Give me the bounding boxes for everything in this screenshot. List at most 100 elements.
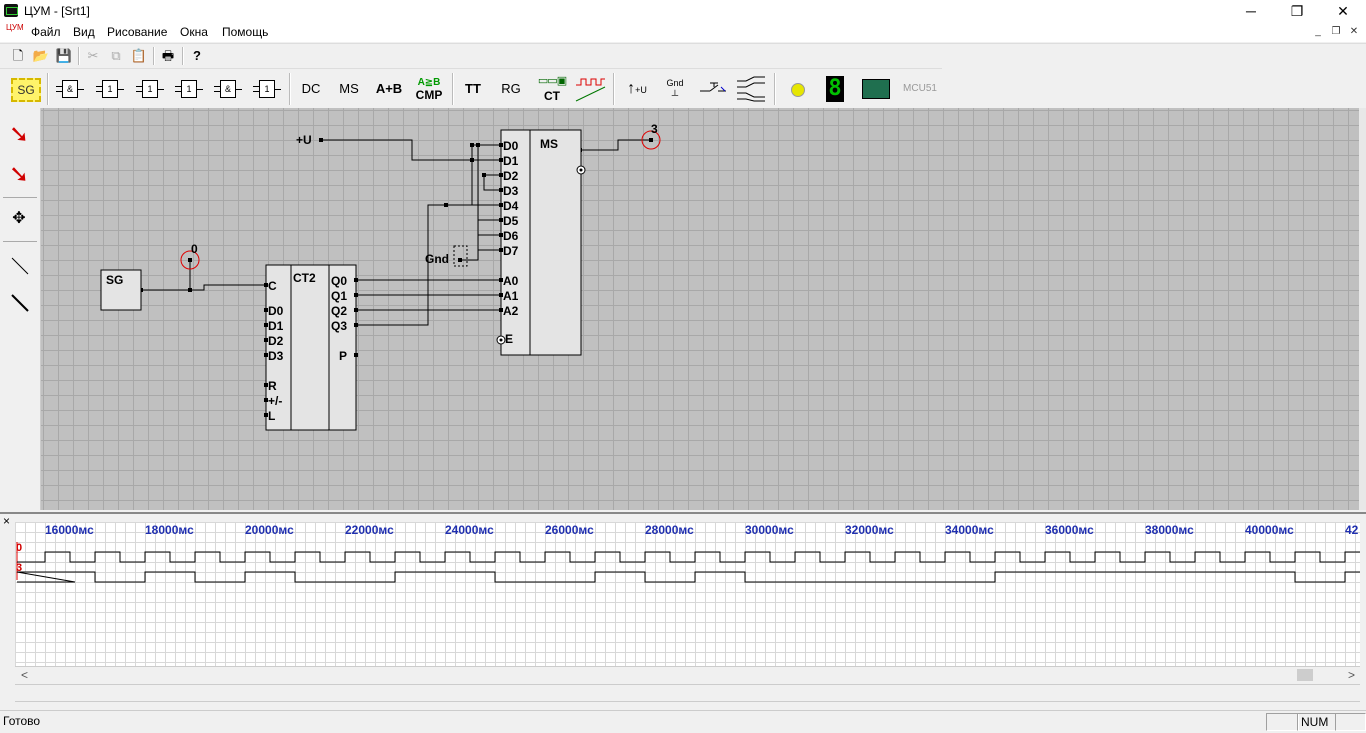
mdi-restore-button[interactable]: ❐ [1331, 26, 1341, 37]
ms-pin-d1: D1 [503, 154, 519, 168]
seven-segment-button[interactable]: 8 [818, 73, 852, 105]
ct2-title: CT2 [293, 271, 316, 285]
maximize-button[interactable]: ❐ [1290, 3, 1304, 19]
time-label: 32000мс [845, 523, 894, 537]
counter-icon: ▭▭▣ [537, 75, 567, 87]
mdi-close-button[interactable]: ✕ [1349, 26, 1359, 37]
buffer-gate-icon: 1 [96, 80, 124, 98]
probe-3-label: 3 [651, 122, 658, 136]
ct2-pin-d0: D0 [268, 304, 284, 318]
scroll-left-icon[interactable]: < [21, 668, 29, 682]
ms-pin-e: E [505, 332, 513, 346]
copy-icon[interactable]: ⧉ [111, 48, 121, 63]
signal-label-0: 0 [16, 542, 23, 554]
status-bar: Готово NUM [0, 710, 1366, 733]
status-pane-scroll [1335, 713, 1366, 731]
print-icon[interactable]: 🖶 [161, 48, 175, 63]
paste-icon[interactable]: 📋 [130, 48, 148, 63]
timing-horizontal-scrollbar[interactable]: < > [15, 666, 1360, 683]
app-icon[interactable] [4, 4, 18, 17]
or-gate-icon: 1 [175, 80, 203, 98]
tool-separator [3, 241, 37, 242]
oscillograph-button[interactable] [573, 73, 607, 105]
mdi-minimize-button[interactable]: _ [1315, 26, 1321, 37]
new-file-icon[interactable]: 🗋 [12, 48, 24, 63]
save-icon[interactable]: 💾 [55, 48, 73, 63]
adder-button[interactable]: A+B [375, 81, 403, 96]
comparator-button[interactable]: A≧B CMP [410, 73, 448, 105]
bus-button[interactable] [734, 73, 768, 105]
standard-toolbar: 🗋 📂 💾 ✂ ⧉ 📋 🖶 ? [0, 43, 1366, 69]
close-button[interactable]: ✕ [1337, 3, 1349, 19]
toolbar-separator [182, 47, 184, 65]
gnd-source-label: Gnd [425, 252, 449, 266]
timing-diagram[interactable]: 16000мс 18000мс 20000мс 22000мс 24000мс … [15, 522, 1360, 667]
ct2-pin-l: L [268, 409, 275, 423]
analyzer-button[interactable] [858, 73, 892, 105]
thin-line-icon[interactable] [2, 248, 36, 282]
counter-label: CT [544, 89, 560, 103]
menu-view[interactable]: Вид [73, 25, 95, 39]
left-toolbar: ➘ ➘ ✥ [0, 108, 41, 510]
led-button[interactable] [780, 73, 814, 105]
ct2-pin-q1: Q1 [331, 289, 347, 303]
timing-diagram-panel: × 16000мс 18000мс 20000мс 22000мс 24000м… [0, 512, 1366, 706]
nand-gate-button[interactable]: & [211, 73, 245, 105]
signal-3-waveform [16, 571, 1360, 583]
select-arrow-icon[interactable]: ➘ [8, 161, 30, 188]
toolbar-separator [774, 73, 776, 105]
power-source-button[interactable]: ↑+U [620, 73, 654, 105]
switch-button[interactable] [696, 73, 730, 105]
time-label: 42 [1345, 523, 1359, 537]
open-folder-icon[interactable]: 📂 [32, 48, 50, 63]
minimize-button[interactable]: ─ [1246, 3, 1256, 19]
schematic-drawing: SG 0 3 +U Gnd CT2 C D0 D1 D2 D3 R +/- L … [100, 122, 661, 431]
menu-help[interactable]: Помощь [222, 25, 269, 39]
or-gate-button[interactable]: 1 [172, 73, 206, 105]
toolbar-separator [47, 73, 49, 105]
canvas-vertical-scrollbar[interactable] [1359, 108, 1366, 510]
ms-pin-a0: A0 [503, 274, 519, 288]
nor-gate-button[interactable]: 1 [250, 73, 284, 105]
multiplexer-button[interactable]: MS [339, 81, 359, 96]
signal-generator-button[interactable]: SG [8, 73, 42, 105]
status-pane-num: NUM [1297, 713, 1336, 731]
move-icon[interactable]: ✥ [12, 210, 26, 227]
decoder-button[interactable]: DC [301, 81, 321, 96]
menu-file[interactable]: Файл [31, 25, 61, 39]
mdi-app-icon[interactable]: ЦУМ [6, 23, 24, 32]
ms-title: MS [540, 137, 558, 151]
and-gate-button[interactable]: & [53, 73, 87, 105]
toolbar-separator [78, 47, 80, 65]
time-label: 40000мс [1245, 523, 1294, 537]
trigger-button[interactable]: TT [465, 81, 481, 96]
mcu51-button[interactable]: MCU51 [903, 83, 937, 94]
close-timing-icon[interactable]: × [3, 514, 11, 528]
not-gate-button[interactable]: 1 [133, 73, 167, 105]
time-label: 38000мс [1145, 523, 1194, 537]
signal-0-waveform [17, 551, 1360, 563]
status-text: Готово [3, 714, 41, 728]
buffer-gate-button[interactable]: 1 [93, 73, 127, 105]
time-label: 28000мс [645, 523, 694, 537]
ms-pin-d0: D0 [503, 139, 519, 153]
scroll-right-icon[interactable]: > [1348, 668, 1356, 682]
ms-pin-d7: D7 [503, 244, 519, 258]
bus-icon [737, 76, 765, 102]
scroll-thumb[interactable] [1297, 669, 1313, 681]
schematic-canvas[interactable]: SG 0 3 +U Gnd CT2 C D0 D1 D2 D3 R +/- L … [41, 108, 1359, 510]
ct2-pin-d1: D1 [268, 319, 284, 333]
ms-pin-d3: D3 [503, 184, 519, 198]
ground-button[interactable]: Gnd┴ [658, 73, 692, 105]
and-gate-icon: & [56, 80, 84, 98]
cut-icon[interactable]: ✂ [87, 48, 99, 63]
register-button[interactable]: RG [501, 81, 521, 96]
menu-windows[interactable]: Окна [180, 25, 208, 39]
help-icon[interactable]: ? [193, 48, 201, 63]
thick-line-icon[interactable] [2, 285, 36, 319]
probe-arrow-icon[interactable]: ➘ [8, 121, 30, 148]
menu-draw[interactable]: Рисование [107, 25, 168, 39]
time-label: 16000мс [45, 523, 94, 537]
time-label: 18000мс [145, 523, 194, 537]
counter-button[interactable]: ▭▭▣ CT [533, 73, 571, 105]
